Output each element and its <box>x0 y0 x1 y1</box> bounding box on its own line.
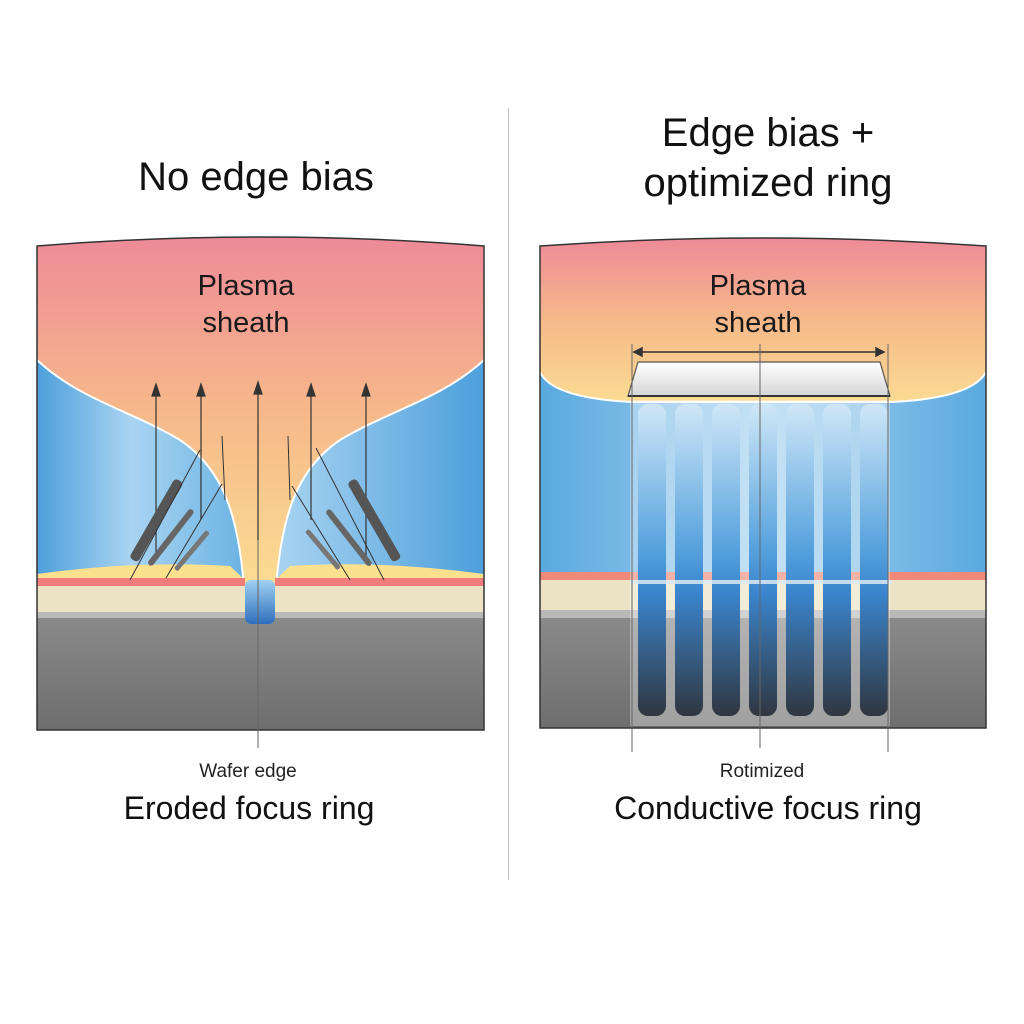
left-sheath-label-line-2: sheath <box>202 307 290 339</box>
right-panel: Edge bias + optimized ring <box>512 0 1024 1024</box>
left-title-line-1: No edge bias <box>138 155 374 199</box>
left-title: No edge bias <box>0 152 512 202</box>
right-sheath-label: Plasma sheath <box>502 268 1014 342</box>
left-sheath-left <box>37 360 245 600</box>
panel-divider <box>508 108 509 880</box>
arrow-up-icon <box>306 382 316 520</box>
left-tilted-ions <box>129 435 226 581</box>
left-eroded-gap <box>245 580 275 624</box>
right-title: Edge bias + optimized ring <box>512 108 1024 208</box>
right-tilted-ions <box>287 435 401 581</box>
right-sheath-label-line-1: Plasma <box>709 270 807 302</box>
left-wafer-layer <box>37 586 245 612</box>
left-caption: Eroded focus ring <box>123 790 375 826</box>
arrow-up-icon <box>196 382 206 520</box>
arrow-up-icon <box>361 382 371 560</box>
right-title-line-1: Edge bias + <box>661 111 875 155</box>
edge-ring-plate <box>627 361 891 397</box>
left-diagram <box>36 236 485 748</box>
right-guide-lines <box>631 344 889 752</box>
right-title-line-2: optimized ring <box>643 161 893 205</box>
arrow-up-icon <box>253 380 263 540</box>
left-ion-arrows <box>151 380 371 560</box>
left-panel: No edge bias <box>0 152 512 826</box>
right-small-label: Rotimized <box>719 761 805 782</box>
left-wafer-red-layer <box>37 578 245 586</box>
conductive-columns <box>630 404 892 716</box>
left-sheath-label-line-1: Plasma <box>197 270 295 302</box>
left-small-label: Wafer edge <box>199 761 297 782</box>
left-substrate <box>37 618 484 730</box>
right-diagram <box>539 237 987 752</box>
right-caption: Conductive focus ring <box>614 790 922 826</box>
right-sheath-label-line-2: sheath <box>714 307 802 339</box>
left-sheath-right <box>275 360 484 600</box>
left-sheath-label: Plasma sheath <box>0 268 502 342</box>
bias-dimension-arrow <box>632 346 886 358</box>
